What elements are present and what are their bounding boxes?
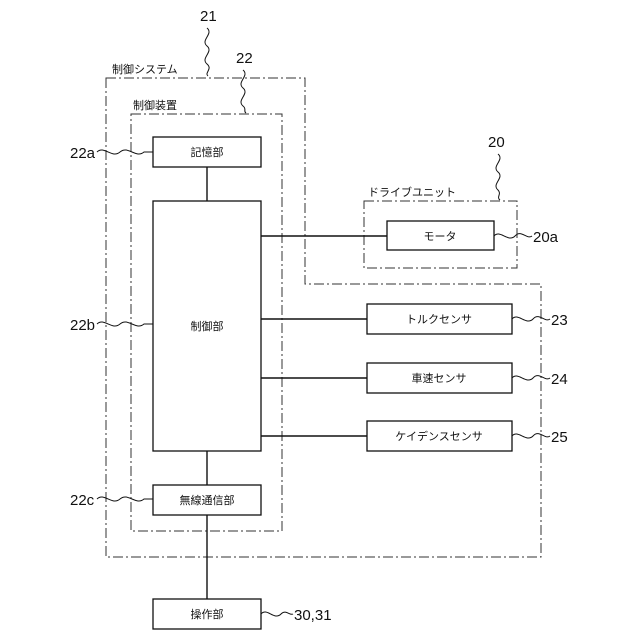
ref-22b: 22b [70,317,95,334]
leader-22b [97,322,153,326]
cadence-sensor-label: ケイデンスセンサ [395,429,483,443]
ref-22a: 22a [70,145,96,162]
ref-23: 23 [551,312,568,329]
storage-label: 記憶部 [191,145,224,159]
torque-sensor-label: トルクセンサ [406,313,472,326]
ref-20: 20 [488,134,505,151]
leader-22c [97,497,153,501]
operation-label: 操作部 [191,607,224,621]
leader-23 [512,317,550,321]
ref-30-31: 30,31 [294,607,332,624]
leader-30-31 [261,612,293,616]
ref-20a: 20a [533,229,559,246]
ref-25: 25 [551,429,568,446]
leader-21 [205,28,209,76]
speed-sensor-label: 車速センサ [412,371,467,385]
leader-24 [512,376,550,380]
ref-22: 22 [236,50,253,67]
leader-20a [494,234,532,238]
ref-21: 21 [200,8,217,25]
control-unit-label: 制御部 [191,319,224,333]
motor-label: モータ [424,230,457,243]
control-system-label: 制御システム [112,62,178,76]
control-device-label: 制御装置 [133,98,177,112]
ref-24: 24 [551,371,568,388]
ref-22c: 22c [70,492,95,509]
wireless-label: 無線通信部 [180,493,235,507]
leader-22 [241,70,246,113]
drive-unit-label: ドライブユニット [368,185,456,199]
leader-25 [512,434,550,438]
leader-22a [97,150,153,154]
leader-20 [496,154,500,200]
